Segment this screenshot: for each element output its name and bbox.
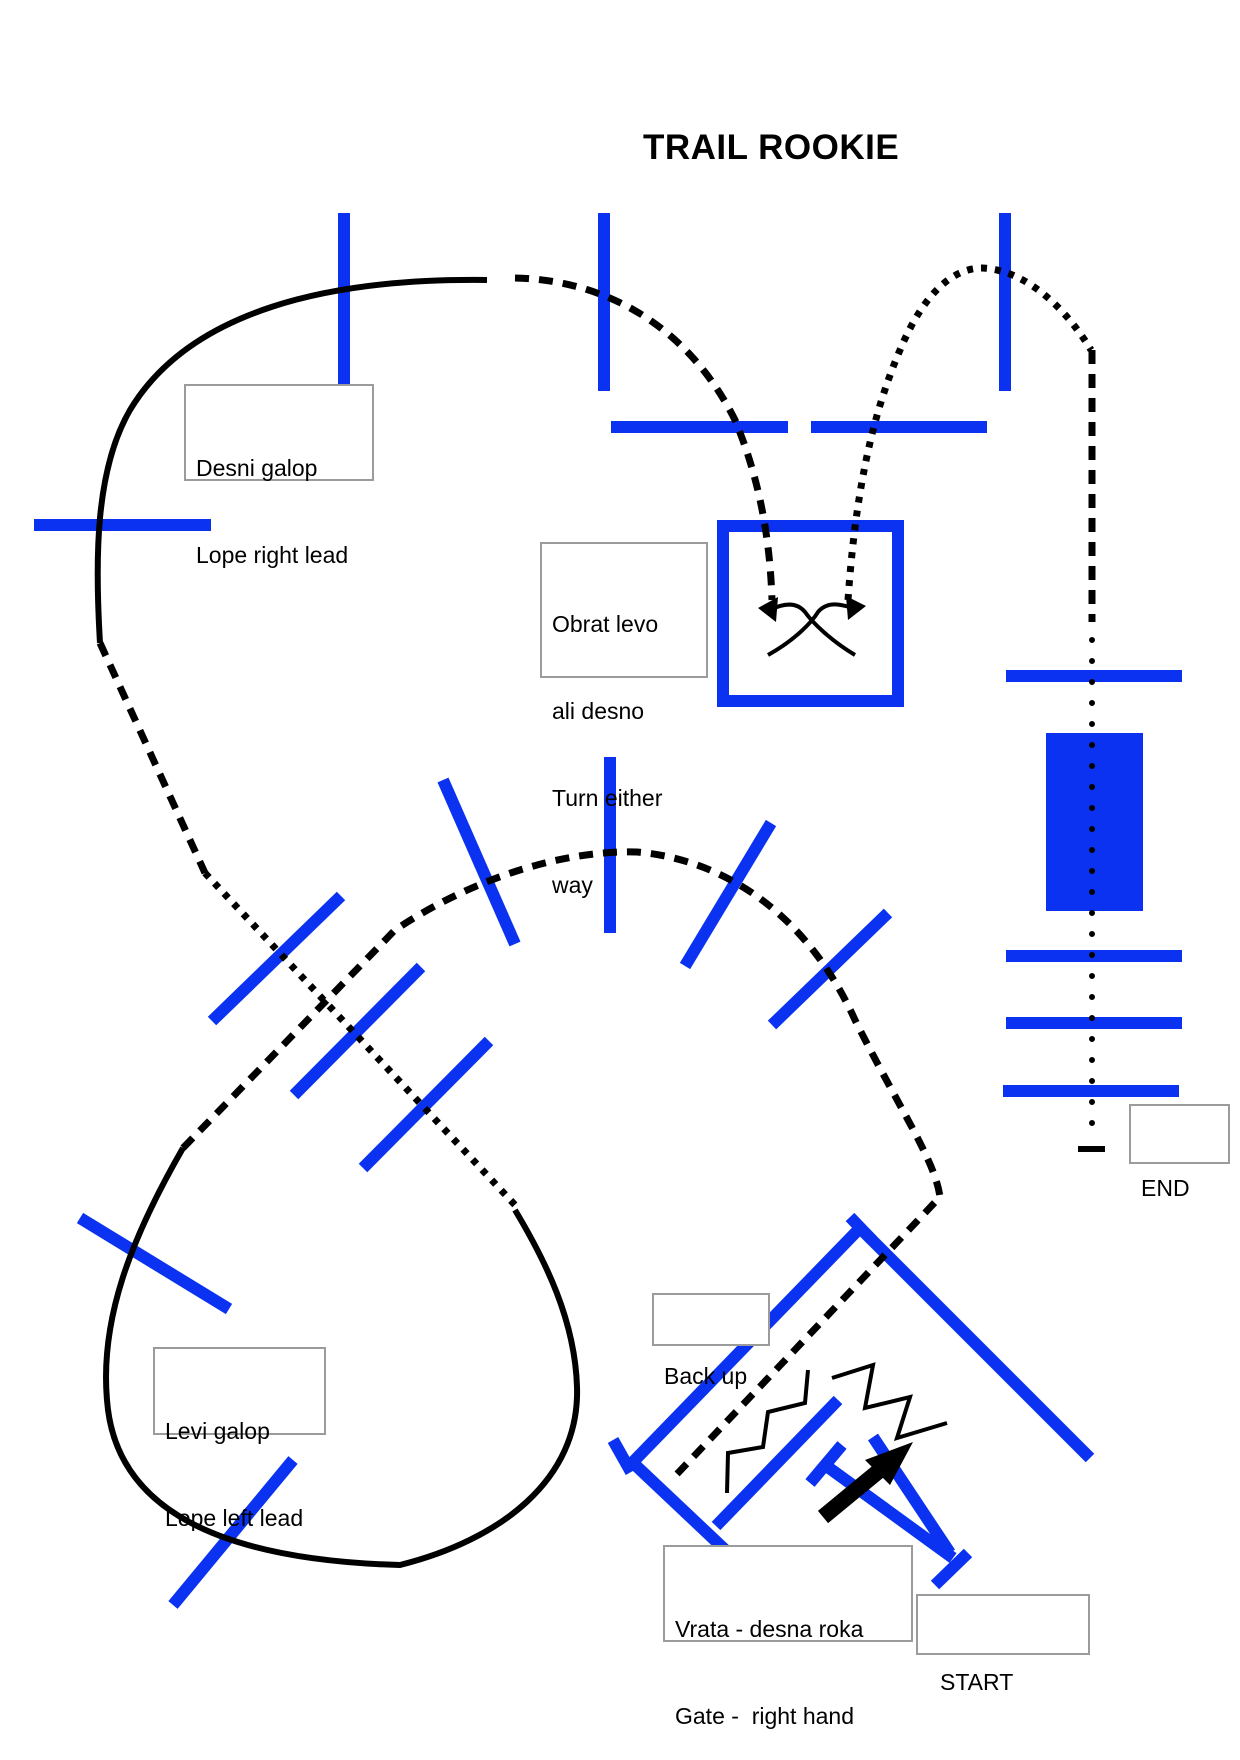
label-turn-line2: ali desno xyxy=(552,698,645,724)
backup-rail-inner xyxy=(711,1395,843,1531)
path-trot-into-turn-box xyxy=(514,274,776,601)
turn-arrowhead-right xyxy=(846,596,866,620)
label-left-lead-line2: Lope left lead xyxy=(165,1505,304,1531)
label-gate: Vrata - desna roka Gate - right hand xyxy=(663,1545,913,1729)
pole-arc-3 xyxy=(679,819,777,970)
start-arrow-shaft xyxy=(817,1463,886,1524)
label-turn-line4: way xyxy=(552,872,593,898)
path-walk-out-of-turn-box xyxy=(844,264,1095,601)
pole-diagonal-crossing-2 xyxy=(289,962,426,1100)
turn-arc-right xyxy=(767,602,854,657)
label-end-text: END xyxy=(1141,1175,1190,1201)
path-lope-left-lead xyxy=(103,1146,581,1569)
path-lope-right-lead xyxy=(94,276,488,644)
gate-cap-bottom xyxy=(930,1548,973,1590)
label-start-text: START xyxy=(940,1669,1014,1695)
start-arrowhead xyxy=(865,1442,913,1485)
bridge-obstacle xyxy=(1046,733,1143,911)
label-left-lead-line1: Levi galop xyxy=(165,1418,270,1444)
label-back-up: Back up xyxy=(652,1293,770,1389)
label-back-up-text: Back up xyxy=(664,1363,748,1389)
backup-zigzag-left xyxy=(725,1369,810,1494)
page-title: TRAIL ROOKIE xyxy=(643,128,900,167)
turn-box xyxy=(717,520,904,707)
backup-zigzag-right xyxy=(831,1362,948,1442)
path-trot-arc xyxy=(180,848,944,1477)
pole-left-loop-lower xyxy=(168,1456,298,1609)
pole-arc-1 xyxy=(437,777,521,947)
label-right-lead: Desni galop Lope right lead xyxy=(184,384,374,568)
label-right-lead-line1: Desni galop xyxy=(196,455,318,481)
pole-left-loop-upper xyxy=(76,1212,233,1315)
label-turn: Obrat levo ali desno Turn either way xyxy=(540,542,708,898)
label-gate-line2: Gate - right hand xyxy=(675,1703,854,1729)
label-end: END xyxy=(1129,1104,1230,1201)
turn-arrowhead-left xyxy=(758,597,778,622)
path-walk-diagonal xyxy=(202,870,518,1208)
pole-diagonal-crossing-1 xyxy=(207,891,346,1026)
label-turn-line1: Obrat levo xyxy=(552,611,659,637)
path-trot-left-descent xyxy=(96,641,209,875)
pole-diagonal-crossing-3 xyxy=(358,1036,494,1173)
gate-rail-1 xyxy=(821,1460,957,1563)
backup-rail-lower-cap xyxy=(607,1437,637,1475)
label-gate-line1: Vrata - desna roka xyxy=(675,1616,864,1642)
label-turn-line3: Turn either xyxy=(552,785,663,811)
backup-rail-right xyxy=(855,1223,1095,1463)
turn-arc-left xyxy=(769,602,857,657)
label-left-lead: Levi galop Lope left lead xyxy=(153,1347,326,1531)
label-right-lead-line2: Lope right lead xyxy=(196,542,349,568)
label-start: START xyxy=(916,1594,1090,1695)
